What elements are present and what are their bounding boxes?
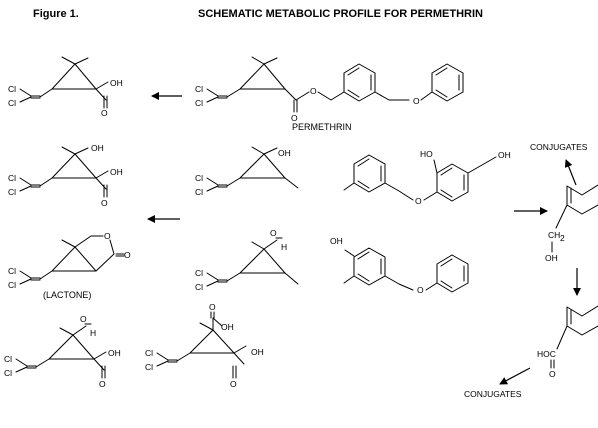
structure-permethrin: Cl Cl O O O PERMETHRIN [195,56,464,132]
atom-hoc: HOC [537,349,556,359]
structure-hydroxy-alcohol: Cl Cl OH [195,146,299,197]
arrow-down-left-icon [499,367,531,385]
atom-h: H [281,242,287,252]
atom-oh: OH [108,348,121,358]
atom-cl: Cl [8,266,16,276]
atom-oh: OH [221,322,234,332]
structure-aldehyde-acid: Cl Cl O H O OH [4,314,121,389]
figure-label: Figure 1. [33,8,79,20]
atom-o: O [549,369,556,379]
atom-oh: OH [330,236,343,246]
atom-cl: Cl [195,268,203,278]
atom-oh: OH [110,78,123,88]
atom-o: O [417,285,424,295]
atom-o: O [104,231,111,241]
atom-oh: OH [91,143,104,153]
atom-cl: Cl [8,84,16,94]
atom-o: O [230,379,237,389]
arrow-up-left-icon [564,159,577,186]
atom-ch2: CH [548,230,560,240]
atom-h: H [90,328,96,338]
caption-lactone: (LACTONE) [43,290,91,300]
atom-o: O [80,314,87,324]
atom-cl: Cl [4,368,12,378]
atom-o: O [101,108,108,118]
atom-cl: Cl [195,84,203,94]
atom-o: O [124,250,131,260]
structure-lactone: Cl Cl O O (LACTONE) [8,231,131,300]
atom-cl: Cl [8,173,16,183]
structure-aldehyde: Cl Cl O H [195,228,299,292]
atom-o: O [413,96,420,106]
atom-sub2: 2 [560,233,565,243]
atom-cl: Cl [8,98,16,108]
caption-conjugates-top: CONJUGATES [530,142,588,152]
atom-o: O [291,113,298,123]
atom-o: O [209,302,216,312]
atom-cl: Cl [195,173,203,183]
atom-ho: HO [420,149,433,159]
atom-o: O [270,228,277,238]
atom-cl: Cl [195,98,203,108]
atom-o: O [99,379,106,389]
atom-oh: OH [278,148,291,158]
page-title: SCHEMATIC METABOLIC PROFILE FOR PERMETHR… [198,8,483,20]
atom-oh: OH [110,167,123,177]
structure-dicarboxylic-acid: Cl Cl O OH O OH [145,302,264,389]
atom-cl: Cl [4,354,12,364]
structure-hydroxy-acid: Cl Cl OH O OH [8,143,123,208]
structure-benzoic-acid: HOC O [537,305,598,379]
atom-cl: Cl [145,348,153,358]
atom-o: O [415,196,422,206]
atom-cl: Cl [195,187,203,197]
atom-cl: Cl [195,282,203,292]
structure-dcva-acid: Cl Cl O OH [8,56,123,118]
atom-cl: Cl [8,187,16,197]
atom-o: O [310,86,317,96]
atom-cl: Cl [145,362,153,372]
atom-oh: OH [251,347,264,357]
caption-conjugates-bottom: CONJUGATES [464,389,522,399]
atom-oh: OH [498,150,511,160]
atom-oh: OH [545,253,558,263]
structure-benzyl-alcohol: CH 2 OH [545,184,598,263]
atom-cl: Cl [8,280,16,290]
caption-permethrin: PERMETHRIN [292,122,352,132]
atom-o: O [101,198,108,208]
structure-hydroxyphenoxy: OH O [330,236,469,295]
structure-dihydroxy-phenoxy: O HO OH [343,149,511,206]
